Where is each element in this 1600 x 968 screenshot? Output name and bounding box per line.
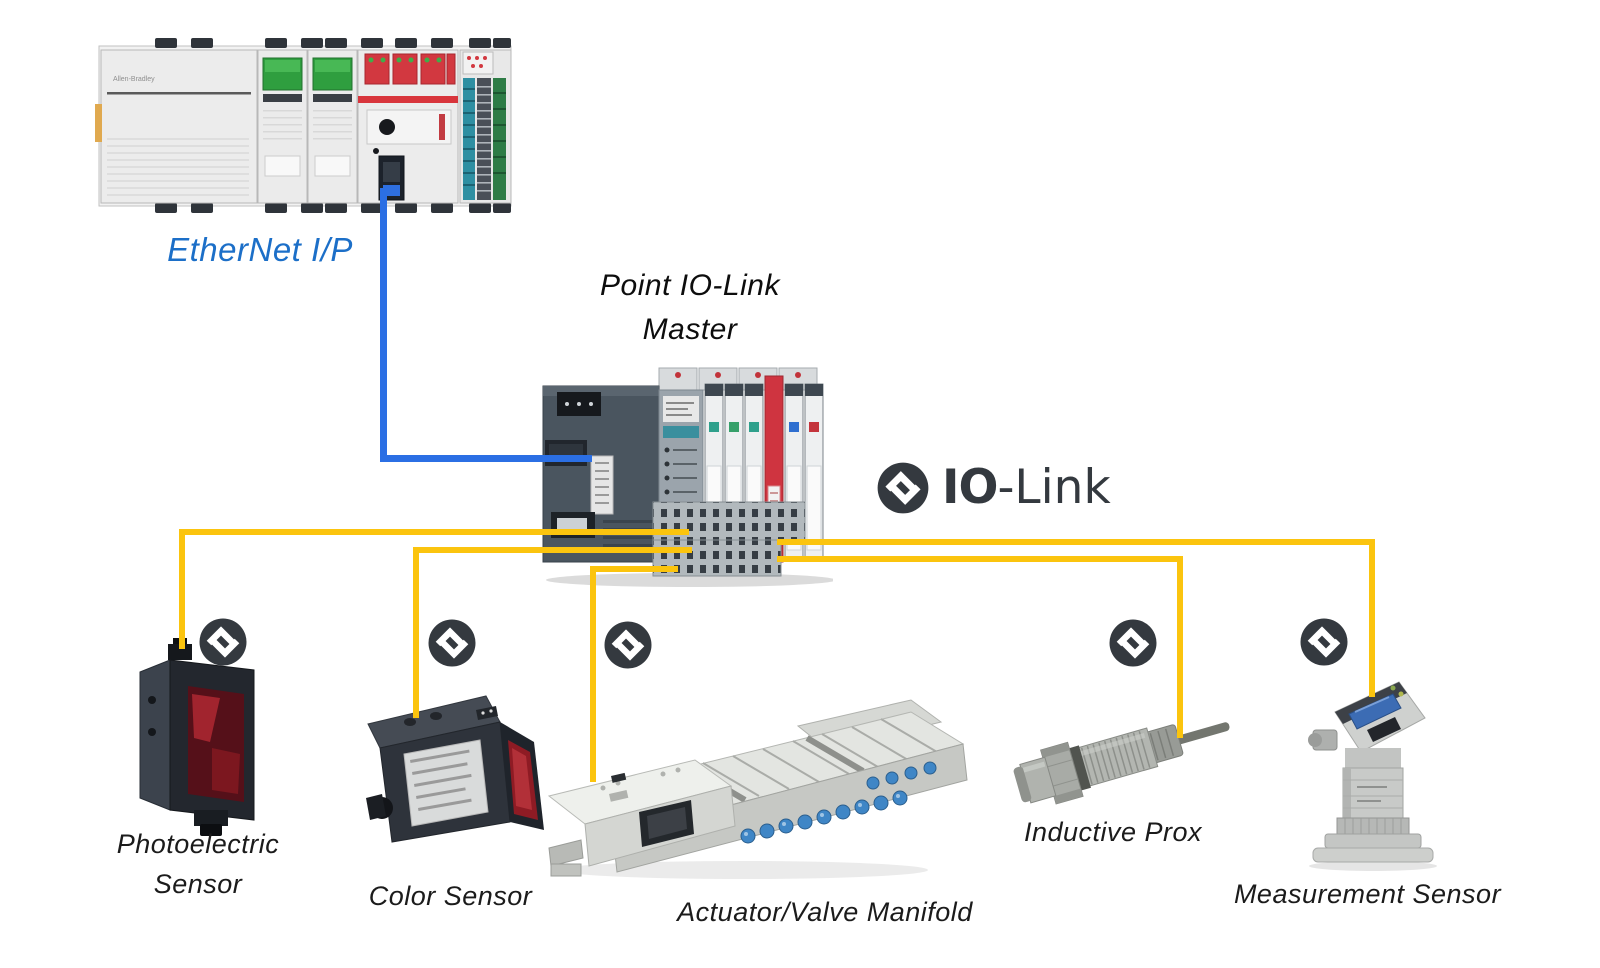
- svg-text:Allen-Bradley: Allen-Bradley: [113, 76, 155, 83]
- inductive-prox-label: Inductive Prox: [1023, 817, 1203, 847]
- master-label: Point IO-Link Master: [600, 269, 780, 346]
- iolink-wire-photoelectric-v: [179, 529, 185, 649]
- plc-controller-image: Allen-Bradley: [95, 38, 512, 213]
- iolink-brand-logo: IO-Link: [876, 460, 1111, 515]
- iolink-wire-color-h: [413, 547, 692, 553]
- ethernet-wire-vertical: [380, 188, 387, 455]
- color-sensor-label: Color Sensor: [368, 881, 533, 911]
- iolink-wire-photoelectric-h: [179, 529, 689, 535]
- photoelectric-sensor-image: [139, 638, 255, 836]
- iolink-icon-color: [428, 619, 476, 667]
- iolink-wire-measurement-v: [1369, 539, 1375, 697]
- iolink-icon-inductive: [1109, 619, 1157, 667]
- color-sensor-image: [366, 695, 544, 843]
- photoelectric-sensor-label: Photoelectric Sensor: [116, 829, 280, 899]
- iolink-wire-manifold-h: [590, 566, 678, 572]
- iolink-brand-text: IO-Link: [942, 460, 1111, 515]
- inductive-prox-image: [1013, 722, 1230, 805]
- measurement-sensor-image: [1308, 681, 1437, 871]
- iolink-brand-icon: [877, 462, 929, 513]
- iolink-wire-inductive-v: [1177, 556, 1183, 738]
- iolink-wire-measurement-h: [777, 539, 1375, 545]
- valve-manifold-image: [547, 699, 968, 879]
- iolink-icon-manifold: [604, 621, 652, 669]
- iolink-master-image: [542, 367, 833, 587]
- iolink-wire-manifold-v: [590, 566, 596, 782]
- iolink-wire-inductive-h: [777, 556, 1183, 562]
- iolink-icon-photoelectric: [199, 618, 247, 666]
- iolink-wire-color-v: [413, 547, 419, 718]
- measurement-sensor-label: Measurement Sensor: [1233, 879, 1502, 909]
- iolink-icon-measurement: [1300, 618, 1348, 666]
- valve-manifold-label: Actuator/Valve Manifold: [677, 897, 973, 927]
- ethernet-ip-label: EtherNet I/P: [167, 231, 353, 268]
- ethernet-wire-horizontal: [380, 455, 592, 462]
